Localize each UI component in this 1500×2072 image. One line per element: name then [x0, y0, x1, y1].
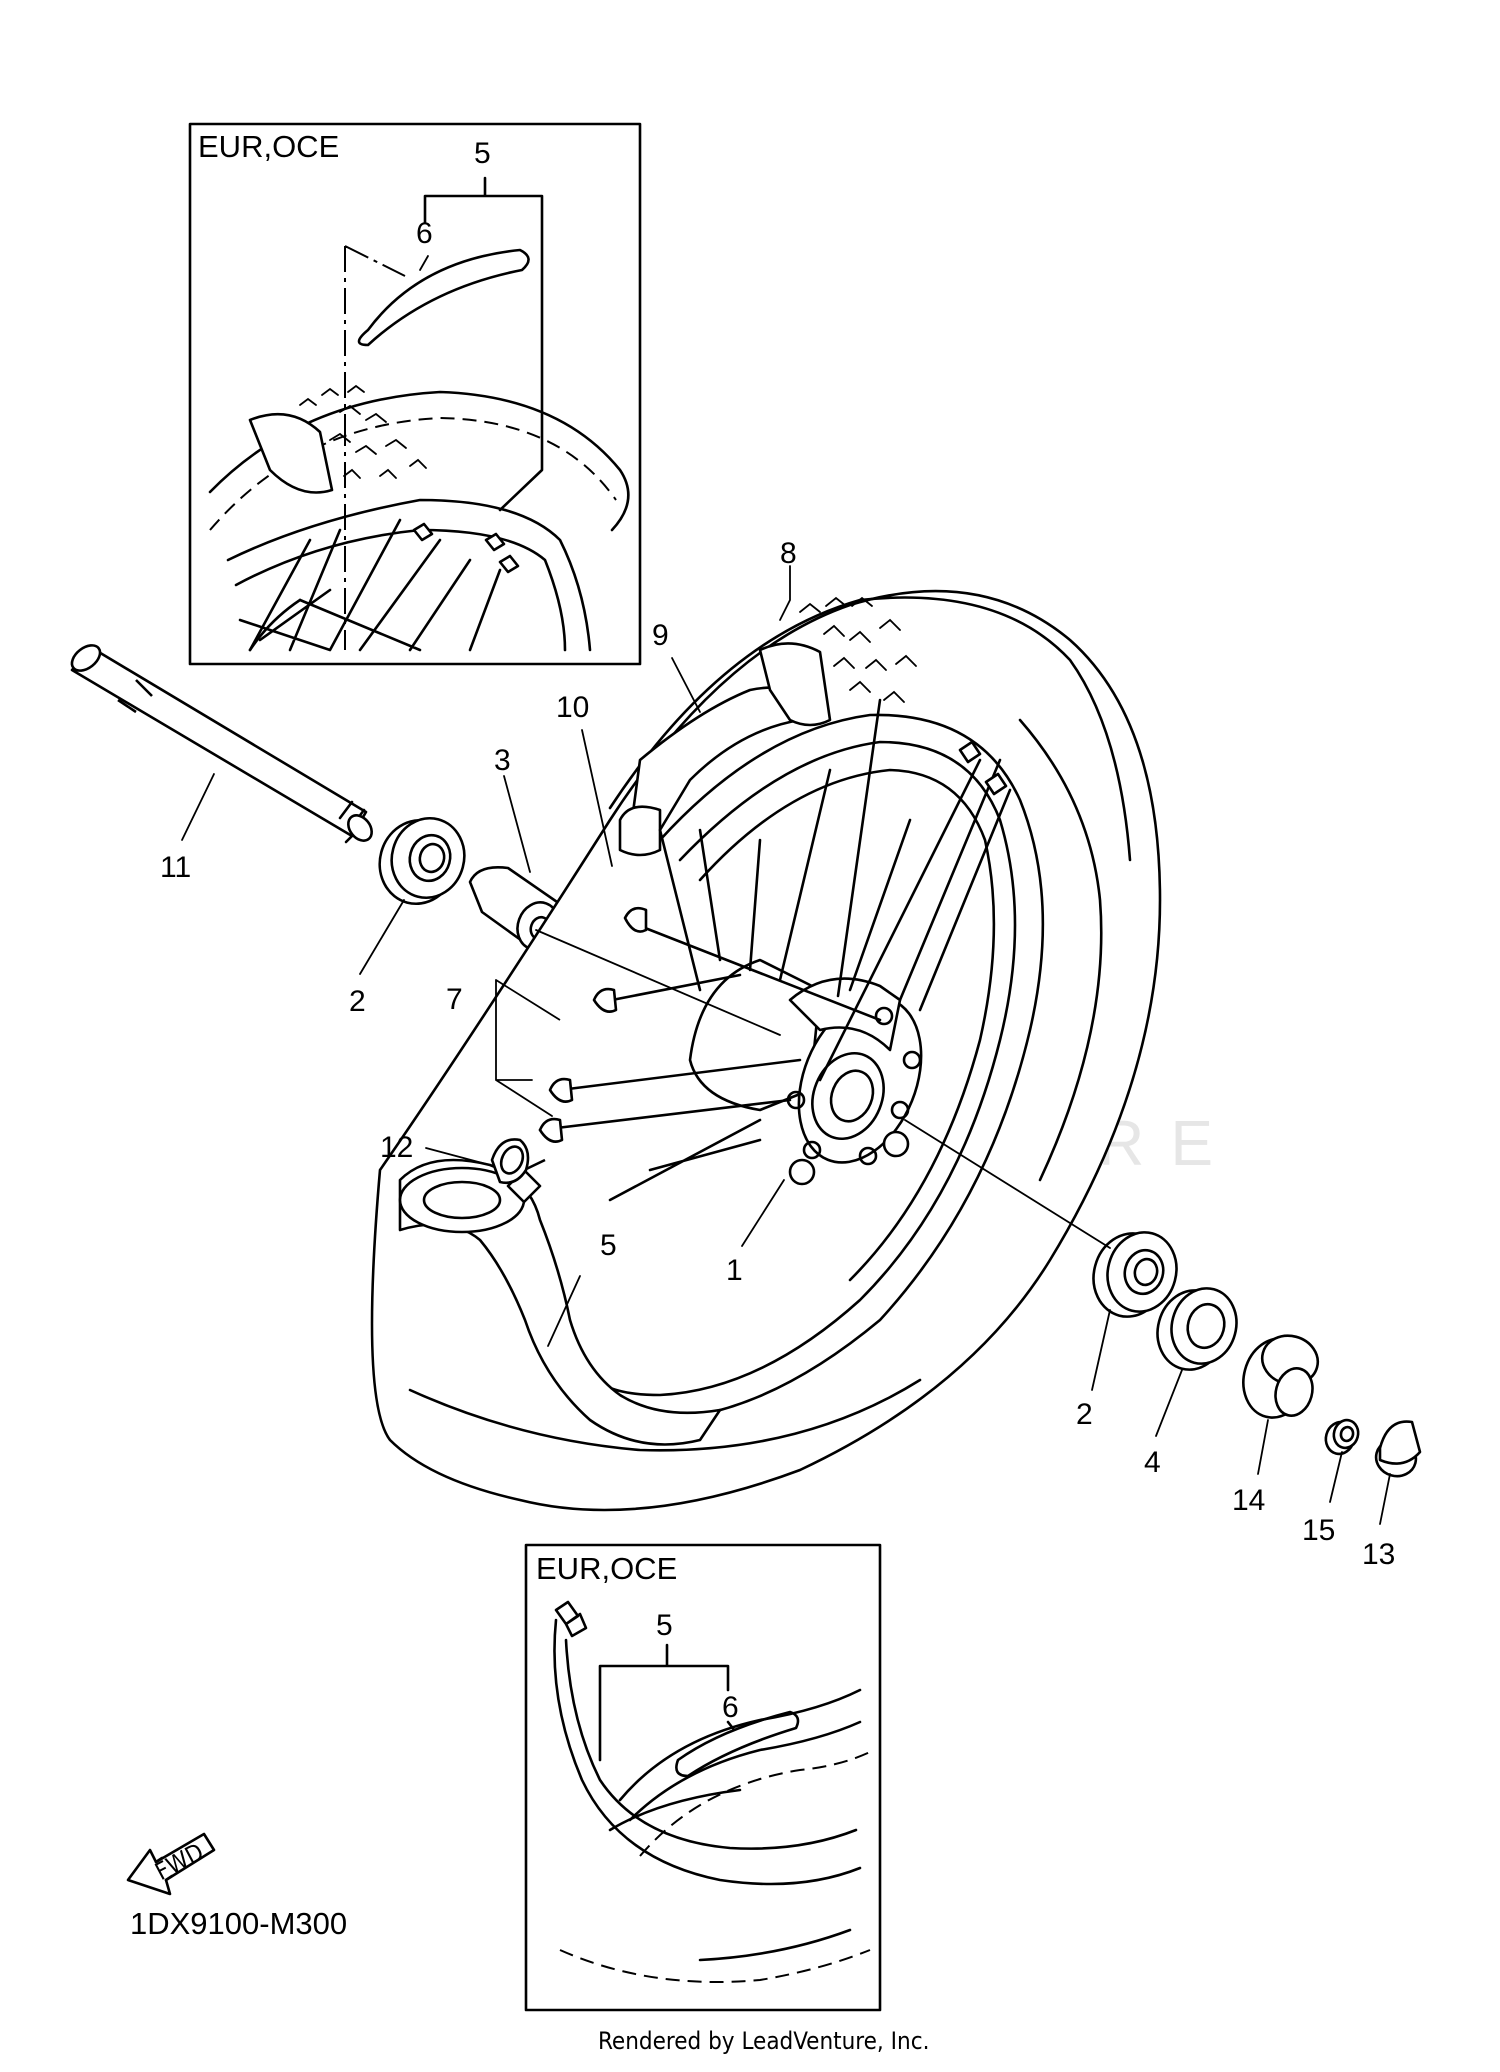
callout-7: 7 [446, 983, 463, 1016]
spokes [538, 698, 1012, 1202]
inset-top-rim-band [357, 248, 530, 347]
axle-cap [1374, 1420, 1422, 1478]
callout-4: 4 [1144, 1446, 1161, 1479]
callout-10: 10 [556, 691, 589, 724]
callout-1: 1 [726, 1254, 743, 1287]
inset-bottom-rim-band [675, 1710, 800, 1778]
valve-cap [490, 1138, 530, 1185]
inset-top: EUR,OCE 5 6 [188, 122, 642, 666]
callout-15: 15 [1302, 1514, 1335, 1547]
bearing-left [378, 816, 466, 906]
inset-bottom-drawing [553, 1600, 871, 1983]
inset-bottom-callout-6: 6 [722, 1691, 739, 1724]
inset-top-region: EUR,OCE [198, 129, 339, 164]
callout-3: 3 [494, 744, 511, 777]
inset-top-drawing [208, 176, 630, 652]
callout-14: 14 [1232, 1484, 1265, 1517]
rim-band [618, 596, 917, 857]
callout-11: 12 [380, 1131, 413, 1164]
inset-top-callout-6: 6 [416, 217, 433, 250]
footer-credit: Rendered by LeadVenture, Inc. [598, 2027, 929, 2055]
callout-5: 5 [600, 1229, 617, 1262]
callout-2-right: 2 [1076, 1398, 1093, 1431]
fwd-arrow-icon: FWD [126, 1832, 216, 1896]
callout-12: 11 [160, 851, 191, 884]
collar-flanged [1242, 1334, 1320, 1419]
callout-2-left: 2 [349, 985, 366, 1018]
inset-bottom: EUR,OCE 5 6 [524, 1543, 882, 2012]
axle [70, 644, 373, 844]
spacer-small [1324, 1418, 1360, 1456]
inner-tube [398, 1158, 722, 1446]
callout-13: 13 [1362, 1538, 1395, 1571]
inset-bottom-region: EUR,OCE [536, 1551, 677, 1586]
inset-bottom-frame [524, 1543, 882, 2012]
bearing-right [1092, 1231, 1178, 1318]
inset-top-frame [188, 122, 642, 666]
oil-seal [1156, 1287, 1238, 1371]
callout-8: 8 [780, 537, 797, 570]
callout-leaders [181, 565, 1391, 1525]
inset-top-callout-5: 5 [474, 137, 491, 170]
inset-bottom-callout-5: 5 [656, 1609, 673, 1642]
diagram-code: 1DX9100-M300 [130, 1906, 347, 1941]
inset-top-tube [248, 412, 334, 494]
callout-9: 9 [652, 619, 669, 652]
